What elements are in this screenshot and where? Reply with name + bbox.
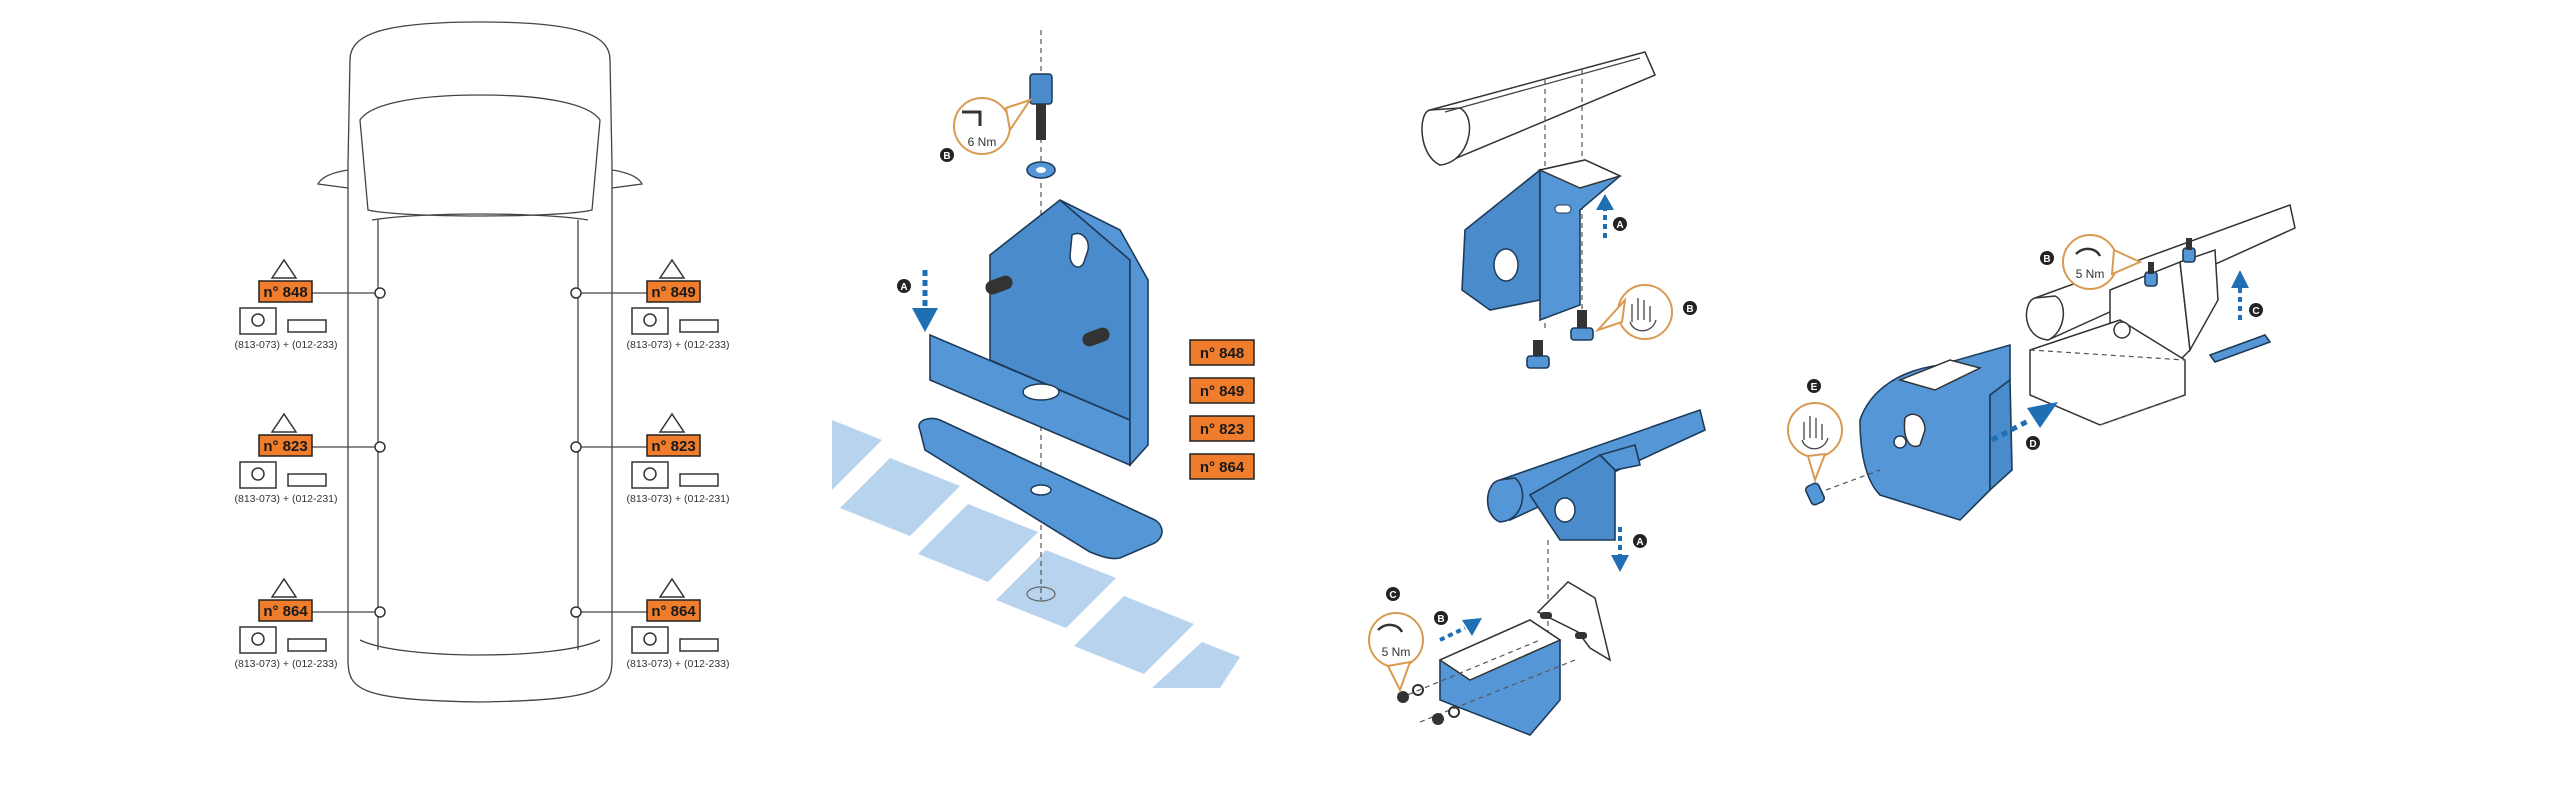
bracket-outline [1536, 581, 1612, 662]
part-numbers: (813-073) + (012-233) [626, 339, 729, 351]
tag-label: n° 848 [263, 284, 307, 301]
roof-bar-top [1421, 51, 1656, 167]
roof-stripes [832, 420, 1240, 688]
foot-step-c-marker: C [2249, 303, 2263, 317]
top-step-a-marker: A [1613, 217, 1627, 231]
top-step-b-marker: B [1683, 301, 1697, 315]
arrow-down-a-bottom [1611, 527, 1629, 572]
svg-text:C: C [1389, 590, 1396, 601]
tag-label: n° 823 [1200, 421, 1244, 438]
nut-washer-icon [1397, 684, 1460, 725]
end-cap-screw [1804, 469, 1881, 506]
part-numbers: (813-073) + (012-233) [626, 658, 729, 670]
left-tag-1: n° 848 (813-073) + (012-233) [234, 258, 338, 351]
screws-foot [2144, 238, 2196, 287]
svg-text:A: A [1616, 220, 1623, 231]
right-tag-1: n° 849 (813-073) + (012-233) [626, 258, 730, 351]
svg-text:B: B [2043, 254, 2050, 265]
svg-text:B: B [1686, 304, 1693, 315]
part-numbers: (813-073) + (012-233) [234, 658, 337, 670]
left-tag-2: n° 823 (813-073) + (012-231) [234, 412, 338, 505]
hand-callout-top [1594, 284, 1673, 340]
step-a-marker: A [897, 279, 911, 293]
torque-value: 5 Nm [1382, 645, 1411, 659]
torque-value: 5 Nm [2076, 267, 2105, 281]
tag-label: n° 864 [263, 603, 308, 620]
foot-step-d-marker: D [2026, 436, 2040, 450]
foot-step-b-marker: B [2040, 251, 2054, 265]
tag-label: n° 864 [1200, 459, 1245, 476]
mounting-bracket [929, 198, 1149, 468]
bracket-tag-list: n° 848 n° 849 n° 823 n° 864 [1189, 339, 1255, 480]
arrow-right-d [1990, 402, 2058, 443]
rail-clamp-bottom [1528, 444, 1641, 541]
foot-step-e-marker: E [1807, 379, 1821, 393]
tag-label: n° 848 [1200, 345, 1244, 362]
svg-text:A: A [1636, 537, 1643, 548]
bottom-step-b-marker: B [1434, 611, 1448, 625]
part-numbers: (813-073) + (012-231) [234, 493, 337, 505]
torque-callout-6nm: 6 Nm [953, 97, 1033, 155]
base-plate [918, 417, 1163, 560]
screw-icon [1526, 310, 1594, 369]
svg-text:B: B [1437, 614, 1444, 625]
tag-label: n° 849 [651, 284, 695, 301]
tag-label: n° 864 [651, 603, 696, 620]
part-numbers: (813-073) + (012-233) [234, 339, 337, 351]
bolt-icon [1029, 73, 1053, 140]
svg-text:A: A [900, 282, 907, 293]
rubber-pad [2208, 334, 2272, 363]
car-top-view [312, 21, 647, 703]
right-tag-2: n° 823 (813-073) + (012-231) [626, 412, 730, 505]
svg-text:B: B [943, 151, 950, 162]
clamp-foot [1438, 619, 1562, 736]
bottom-step-c-marker: C [1386, 587, 1400, 601]
bottom-step-a-marker: A [1633, 534, 1647, 548]
tag-label: n° 849 [1200, 383, 1244, 400]
torque-callout-foot: 5 Nm [2062, 234, 2143, 290]
hand-callout-foot [1787, 402, 1843, 484]
svg-text:E: E [1811, 382, 1818, 393]
part-numbers: (813-073) + (012-231) [626, 493, 729, 505]
svg-text:D: D [2029, 439, 2036, 450]
svg-text:C: C [2252, 306, 2259, 317]
arrow-up-a [1596, 194, 1614, 238]
left-tag-3: n° 864 (813-073) + (012-233) [234, 577, 338, 670]
arrow-down-a [912, 270, 938, 332]
rail-clamp-top [1461, 159, 1623, 322]
arrow-up-c [2231, 270, 2249, 320]
tag-label: n° 823 [651, 438, 695, 455]
tag-label: n° 823 [263, 438, 307, 455]
right-tag-3: n° 864 (813-073) + (012-233) [626, 577, 730, 670]
step-b-marker: B [940, 148, 954, 162]
torque-value: 6 Nm [968, 135, 997, 149]
arrow-right-b [1439, 618, 1482, 642]
foot-housing [1859, 343, 2013, 521]
rail-clamp-outline [2029, 248, 2219, 426]
torque-callout-bottom: 5 Nm [1368, 612, 1424, 693]
